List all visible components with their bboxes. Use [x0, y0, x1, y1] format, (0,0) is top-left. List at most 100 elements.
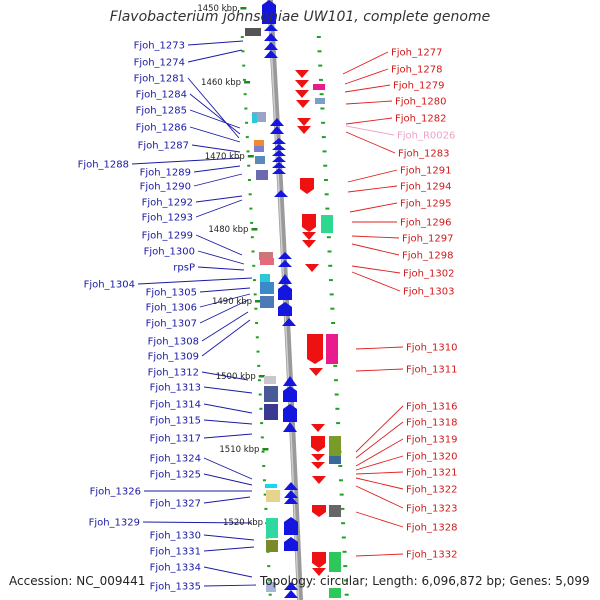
minus-strand-gene: [311, 454, 325, 461]
scale-tick: [262, 465, 266, 467]
plus-strand-gene: [283, 376, 297, 386]
gene-label: Fjoh_1322: [406, 485, 457, 496]
minus-strand-gene: [295, 70, 309, 78]
scale-tick: [318, 78, 323, 81]
cog-block: [264, 404, 278, 420]
plus-strand-gene: [278, 252, 292, 259]
leader-line: [355, 405, 404, 453]
cog-block: [326, 334, 338, 364]
cog-block: [315, 98, 325, 104]
plus-strand-gene: [278, 260, 292, 267]
minus-strand-gene: [305, 264, 319, 272]
plus-strand-gene: [284, 517, 298, 535]
minus-strand-gene: [297, 118, 311, 126]
gene-label: Fjoh_1288: [78, 160, 129, 171]
leader-line: [131, 157, 241, 165]
leader-line: [345, 100, 393, 105]
scale-tick: [247, 164, 251, 167]
plus-strand-gene: [278, 284, 292, 300]
plus-strand-gene: [272, 162, 286, 168]
gene-label: Fjoh_1313: [150, 383, 201, 394]
plus-strand-gene: [272, 156, 286, 162]
kbp-tick: [255, 300, 262, 303]
kbp-tick: [258, 375, 265, 378]
scale-tick: [253, 293, 257, 296]
gene-label: Fjoh_1298: [402, 251, 453, 262]
leader-line: [187, 77, 240, 139]
scale-tick: [341, 536, 346, 539]
cog-block: [329, 436, 341, 456]
scale-tick: [343, 579, 348, 582]
leader-line: [347, 169, 398, 183]
minus-strand-gene: [295, 90, 309, 98]
gene-label: Fjoh_1314: [150, 400, 201, 411]
scale-tick: [257, 379, 261, 382]
kbp-label: 1520 kbp: [223, 518, 263, 528]
scale-tick: [255, 336, 259, 339]
scale-tick: [334, 393, 339, 396]
leader-line: [203, 546, 255, 552]
scale-tick: [328, 279, 333, 282]
plus-strand-gene: [284, 582, 298, 590]
kbp-label: 1500 kbp: [216, 372, 256, 382]
leader-line: [189, 126, 241, 143]
gene-label: Fjoh_1320: [406, 452, 457, 463]
scale-tick: [317, 50, 322, 53]
scale-tick: [267, 579, 271, 582]
scale-tick: [338, 479, 343, 482]
plus-strand-gene: [282, 318, 296, 326]
gene-label: Fjoh_1294: [400, 182, 451, 193]
leader-line: [189, 93, 241, 135]
cog-color-blocks: [245, 28, 341, 598]
gene-label: Fjoh_1331: [150, 547, 201, 558]
gene-label: Fjoh_1325: [150, 470, 201, 481]
plus-strand-gene: [272, 168, 286, 174]
leader-line: [201, 371, 249, 381]
cog-block: [252, 113, 257, 123]
leader-line: [187, 40, 244, 46]
scale-tick: [344, 593, 349, 596]
minus-strand-gene: [296, 100, 310, 108]
gene-label: Fjoh_1299: [142, 231, 193, 242]
gene-label: Fjoh_1303: [403, 287, 454, 298]
gene-label: Fjoh_1330: [150, 531, 201, 542]
gene-label: Fjoh_1309: [148, 352, 199, 363]
leader-line: [351, 271, 401, 292]
gene-label: Fjoh_1295: [400, 199, 451, 210]
gene-label: Fjoh_1324: [150, 454, 201, 465]
minus-strand-gene: [312, 568, 326, 576]
gene-label: Fjoh_1317: [150, 434, 201, 445]
scale-tick: [316, 36, 321, 38]
scale-tick: [340, 507, 345, 510]
plus-strand-gene: [283, 386, 297, 402]
leader-line: [195, 234, 243, 256]
cog-block: [254, 146, 264, 152]
leader-line: [203, 433, 253, 439]
scale-tick: [343, 565, 348, 568]
gene-label: Fjoh_1281: [134, 74, 185, 85]
leader-line: [355, 553, 404, 557]
cog-block: [260, 282, 274, 294]
leader-line: [193, 173, 243, 187]
gene-label: Fjoh_1291: [400, 166, 451, 177]
scale-tick: [259, 407, 263, 410]
cog-block: [266, 540, 278, 552]
gene-label: Fjoh_1289: [140, 168, 191, 179]
plus-strand-genes: [262, 0, 298, 598]
leader-line: [351, 243, 400, 256]
leader-line: [344, 84, 391, 93]
cog-block: [266, 518, 278, 538]
leader-line: [345, 131, 396, 154]
scale-tick: [325, 207, 330, 210]
scale-tick: [240, 36, 244, 38]
minus-strand-gene: [312, 552, 326, 568]
leader-line: [345, 125, 395, 136]
leader-line: [347, 185, 398, 193]
leader-line: [199, 293, 251, 308]
gene-label: Fjoh_1319: [406, 435, 457, 446]
kbp-tick: [244, 81, 251, 84]
leader-line: [351, 265, 401, 274]
cog-block: [329, 505, 341, 517]
leader-line: [189, 109, 241, 129]
